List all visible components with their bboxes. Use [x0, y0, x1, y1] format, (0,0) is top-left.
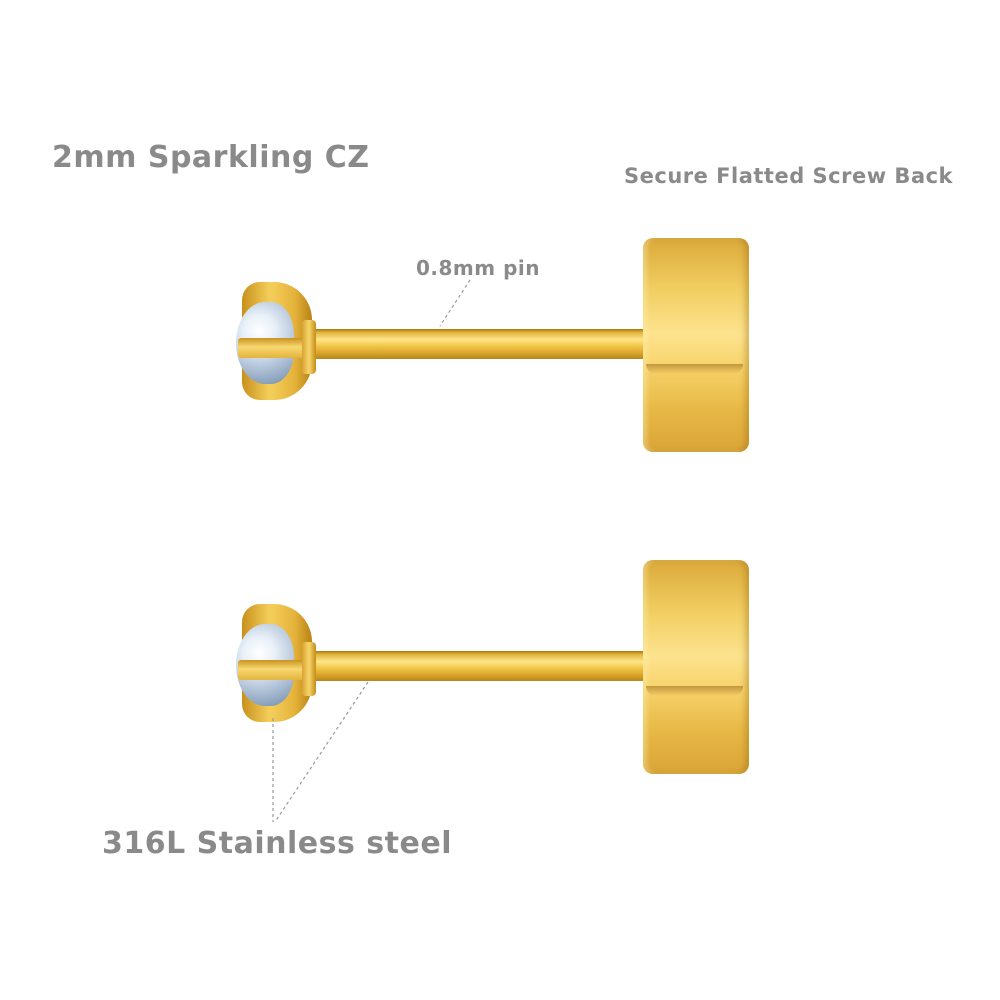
setting-collar	[302, 642, 316, 696]
earring-top	[0, 230, 1000, 560]
earring-bottom	[0, 552, 1000, 882]
screw-back	[643, 238, 749, 452]
material-label: 316L Stainless steel	[102, 826, 452, 861]
pin-post	[310, 651, 646, 681]
screw-back-label: Secure Flatted Screw Back	[624, 164, 954, 188]
stone-setting	[236, 282, 318, 402]
prong-band	[238, 338, 304, 358]
stone-setting	[236, 604, 318, 724]
prong-band	[238, 660, 304, 680]
stone-size-label: 2mm Sparkling CZ	[52, 140, 370, 175]
pin-size-label: 0.8mm pin	[416, 256, 540, 280]
pin-post	[310, 329, 646, 359]
screw-back	[643, 560, 749, 774]
setting-collar	[302, 320, 316, 374]
